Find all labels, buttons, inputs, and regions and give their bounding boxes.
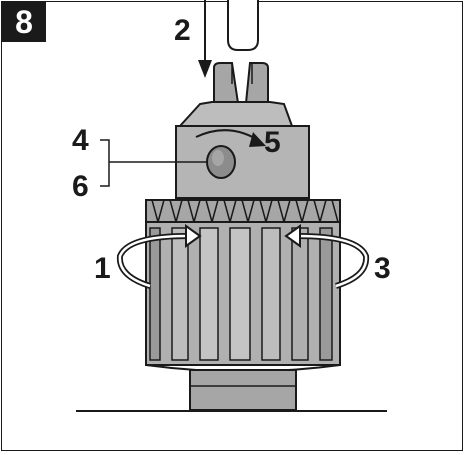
insert-arrow-head bbox=[198, 60, 212, 78]
callout-6: 6 bbox=[72, 170, 89, 203]
chuck-jaw-left bbox=[213, 62, 240, 104]
figure-number-badge: 8 bbox=[2, 2, 46, 42]
rotation-arrow-3-head bbox=[284, 224, 301, 248]
callout-4: 4 bbox=[72, 124, 89, 157]
ring-teeth bbox=[151, 199, 339, 223]
bracket-4-6 bbox=[100, 139, 110, 187]
chuck-base bbox=[189, 369, 297, 411]
callout-5: 5 bbox=[264, 126, 281, 159]
sleeve-ribs bbox=[149, 227, 333, 361]
callout-2: 2 bbox=[174, 14, 191, 47]
drill-bit-shank bbox=[227, 0, 259, 51]
chuck-nose bbox=[177, 101, 294, 127]
callout-3: 3 bbox=[374, 252, 391, 285]
spindle-lock-button-highlight bbox=[212, 150, 224, 166]
chuck-jaw-right bbox=[244, 62, 269, 104]
rotation-arrow-1-head bbox=[185, 224, 202, 248]
rotation-arrow-5-head bbox=[249, 132, 266, 147]
callout-1: 1 bbox=[94, 252, 111, 285]
rotation-arrow-1-inner bbox=[118, 234, 189, 288]
rotation-arrow-3-inner bbox=[297, 234, 368, 288]
